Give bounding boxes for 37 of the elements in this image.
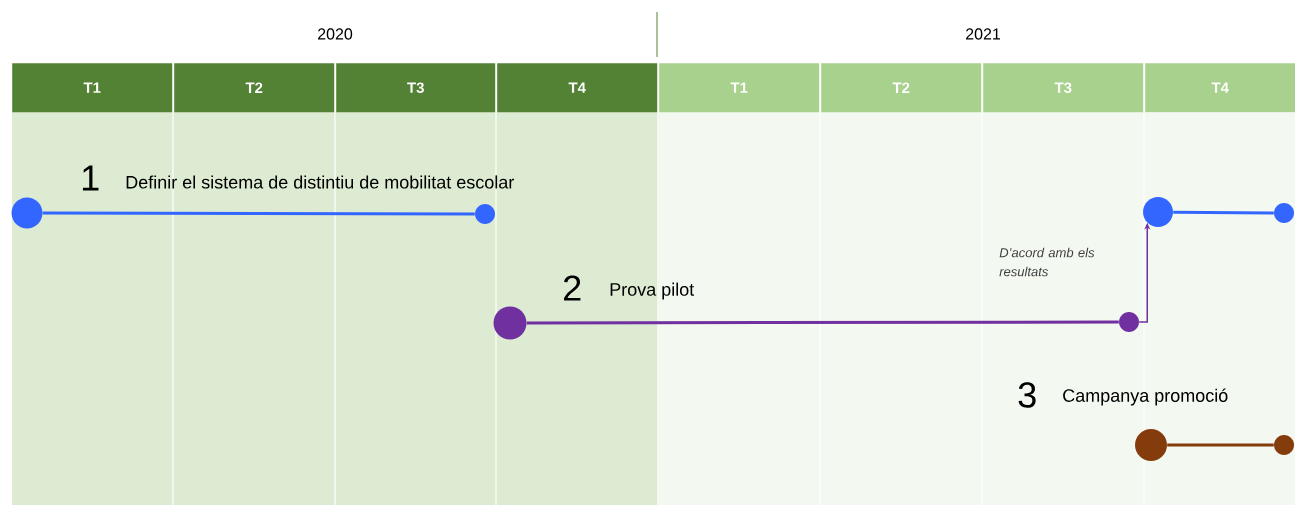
node-label: T1 bbox=[730, 82, 748, 93]
quarter-header: T2 bbox=[821, 63, 982, 113]
node-label: T1 bbox=[83, 82, 101, 93]
milestone-dot bbox=[1135, 429, 1167, 461]
milestone-dot bbox=[1274, 203, 1294, 223]
quarter-header: T2 bbox=[174, 63, 335, 113]
timeline-bar bbox=[1167, 443, 1274, 447]
task-title: Definir el sistema de distintiu de mobilitat escolar bbox=[126, 175, 514, 189]
task-title: Prova pilot bbox=[610, 282, 695, 300]
quarter-header: T1 bbox=[659, 63, 820, 113]
milestone-dot bbox=[475, 204, 495, 224]
node-label: T4 bbox=[1211, 82, 1229, 93]
quarter-header: T1 bbox=[12, 63, 173, 113]
milestone-dot bbox=[493, 306, 527, 340]
quarter-header: T3 bbox=[983, 63, 1144, 113]
node-label: T3 bbox=[407, 82, 424, 94]
milestone-dot bbox=[1143, 197, 1173, 227]
quarter-header: T3 bbox=[336, 63, 496, 113]
node-label: T3 bbox=[1054, 82, 1072, 94]
timeline-bar bbox=[1173, 210, 1274, 215]
task-number: 3 bbox=[1018, 382, 1036, 408]
task-title: Campanya promoció bbox=[1063, 388, 1228, 406]
node-label: T2 bbox=[892, 82, 910, 93]
milestone-dot bbox=[11, 197, 43, 229]
year-label: 2021 bbox=[966, 28, 1000, 40]
edge-label: D’acord amb els resultats bbox=[999, 247, 1095, 277]
node-label: T2 bbox=[245, 82, 263, 93]
timeline-bar bbox=[526, 320, 1119, 325]
year-label: 2020 bbox=[318, 28, 353, 40]
node-label: T4 bbox=[568, 82, 586, 93]
timeline-bar bbox=[42, 211, 475, 216]
task-number: 1 bbox=[82, 165, 99, 191]
quarter-header: T4 bbox=[1145, 63, 1295, 113]
task-number: 2 bbox=[564, 275, 581, 301]
milestone-dot bbox=[1274, 435, 1294, 455]
milestone-dot bbox=[1119, 312, 1139, 332]
quarter-header: T4 bbox=[497, 63, 658, 113]
